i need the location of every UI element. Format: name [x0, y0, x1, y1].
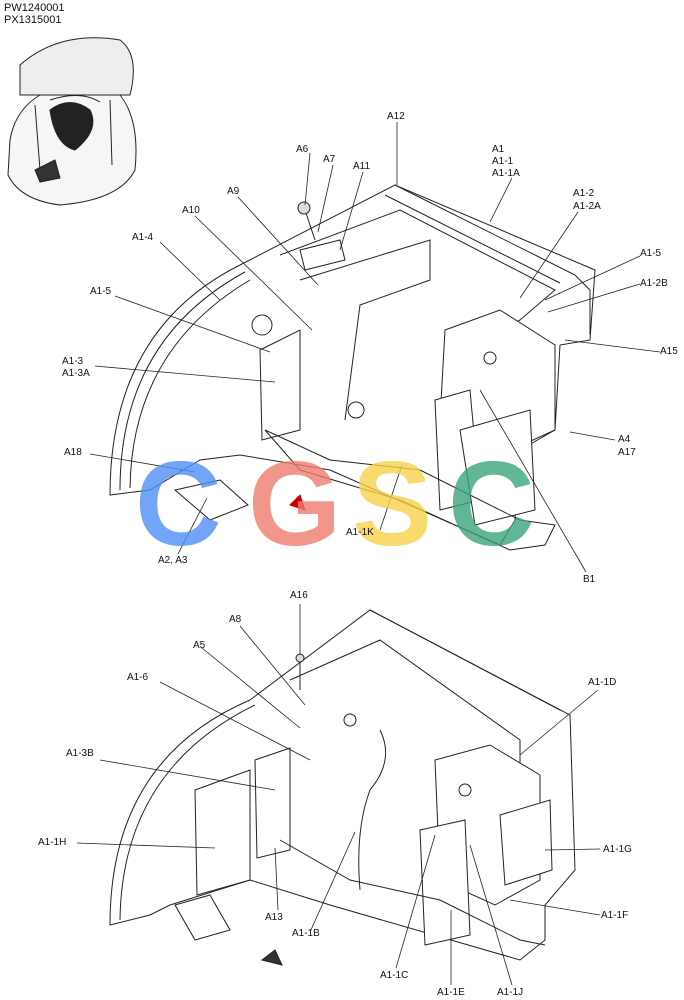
lower-frame-assembly [109, 609, 576, 966]
callout-a10: A10 [182, 205, 200, 216]
callout-a1-5-right: A1-5 [640, 248, 662, 259]
callout-a1: A1 [492, 144, 505, 155]
callout-a1-3b: A1-3B [66, 748, 94, 759]
leader-lines [76, 122, 661, 986]
callout-a1-1f: A1-1F [601, 910, 629, 921]
callout-a1-1b: A1-1B [292, 928, 320, 939]
callout-a1-1c: A1-1C [380, 970, 409, 981]
callout-a17: A17 [618, 447, 636, 458]
watermark: C G S C [135, 437, 535, 571]
callout-a1-4: A1-4 [132, 232, 154, 243]
callout-a1-3: A1-3 [62, 356, 84, 367]
callout-b1: B1 [583, 574, 596, 585]
cab-thumbnail [7, 37, 137, 206]
callout-a18: A18 [64, 447, 82, 458]
watermark-letter-1: C [135, 437, 222, 571]
callout-a12: A12 [387, 111, 405, 122]
watermark-letter-4: C [448, 437, 535, 571]
callout-a1-1h: A1-1H [38, 837, 67, 848]
callout-a5: A5 [193, 640, 206, 651]
callout-a9: A9 [227, 186, 240, 197]
watermark-letter-2: G [248, 437, 341, 571]
callout-a2-a3: A2, A3 [158, 555, 188, 566]
callout-a6: A6 [296, 144, 309, 155]
callout-a1-2a: A1-2A [573, 201, 601, 212]
watermark-letter-3: S [352, 437, 432, 571]
callout-a1-1d: A1-1D [588, 677, 617, 688]
callout-a1-1e: A1-1E [437, 987, 465, 998]
callout-a16: A16 [290, 590, 308, 601]
callout-a15: A15 [660, 346, 678, 357]
upper-frame-assembly [109, 184, 596, 551]
callout-a13: A13 [265, 912, 283, 923]
callout-a1-2b: A1-2B [640, 278, 668, 289]
callout-a1-1g: A1-1G [603, 844, 632, 855]
part-code-2: PX1315001 [4, 14, 62, 26]
callout-a1-1k: A1-1K [346, 527, 374, 538]
callout-a1-1a: A1-1A [492, 168, 520, 179]
callout-a1-6: A1-6 [127, 672, 149, 683]
callout-a1-1: A1-1 [492, 156, 514, 167]
callout-a7: A7 [323, 154, 336, 165]
callout-a11: A11 [353, 161, 371, 172]
callout-a8: A8 [229, 614, 242, 625]
callout-a1-1j: A1-1J [497, 987, 524, 998]
callout-a1-3a: A1-3A [62, 368, 90, 379]
callout-a4: A4 [618, 434, 631, 445]
callout-a1-5-left: A1-5 [90, 286, 112, 297]
part-code-1: PW1240001 [4, 2, 65, 14]
callout-a1-2: A1-2 [573, 188, 595, 199]
